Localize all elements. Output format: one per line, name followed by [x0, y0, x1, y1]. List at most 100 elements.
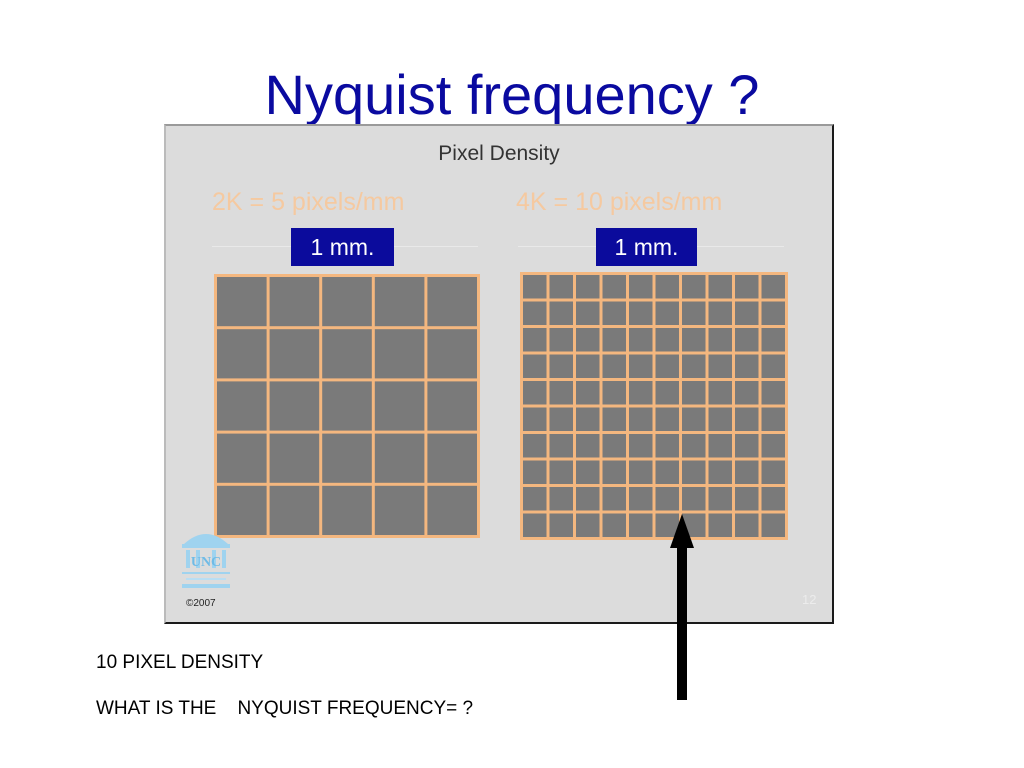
pixel-cell: [602, 513, 626, 537]
pixel-cell: [523, 381, 547, 405]
pixel-cell: [735, 354, 759, 378]
pixel-cell: [655, 513, 679, 537]
scale-badge-left: 1 mm.: [291, 228, 394, 266]
pixel-cell: [602, 434, 626, 458]
pixel-cell: [576, 407, 600, 431]
pixel-cell: [322, 277, 372, 327]
pixel-cell: [682, 460, 706, 484]
copyright-text: ©2007: [186, 598, 216, 609]
pixel-cell: [682, 434, 706, 458]
pixel-cell: [708, 434, 732, 458]
pixel-cell: [735, 275, 759, 299]
pixel-cell: [269, 277, 320, 327]
pixel-cell: [735, 513, 759, 537]
pixel-cell: [322, 329, 372, 379]
pixel-cell: [735, 434, 759, 458]
density-label-4k: 4K = 10 pixels/mm: [516, 188, 723, 216]
pixel-density-panel: Pixel Density 2K = 5 pixels/mm 4K = 10 p…: [164, 124, 834, 624]
pixel-cell: [761, 460, 785, 484]
pixel-cell: [427, 433, 477, 483]
pixel-cell: [655, 407, 679, 431]
pixel-cell: [602, 487, 626, 511]
pixel-cell: [708, 513, 732, 537]
pixel-cell: [761, 407, 785, 431]
pixel-cell: [602, 301, 626, 325]
pixel-cell: [523, 328, 547, 352]
pixel-cell: [602, 275, 626, 299]
pixel-cell: [682, 328, 706, 352]
pixel-cell: [735, 381, 759, 405]
pixel-cell: [523, 275, 547, 299]
pixel-cell: [761, 354, 785, 378]
pixel-cell: [735, 487, 759, 511]
pixel-cell: [629, 434, 653, 458]
pixel-cell: [549, 487, 573, 511]
density-label-2k: 2K = 5 pixels/mm: [212, 188, 405, 216]
pixel-cell: [374, 329, 425, 379]
pixel-cell: [602, 328, 626, 352]
pixel-cell: [761, 328, 785, 352]
pixel-cell: [629, 513, 653, 537]
pixel-cell: [735, 301, 759, 325]
pixel-cell: [576, 381, 600, 405]
pixel-cell: [682, 275, 706, 299]
pixel-cell: [655, 354, 679, 378]
pixel-cell: [217, 485, 267, 535]
pixel-cell: [217, 381, 267, 431]
pixel-cell: [655, 328, 679, 352]
pixel-cell: [322, 381, 372, 431]
pixel-cell: [549, 301, 573, 325]
pixel-cell: [735, 328, 759, 352]
pixel-cell: [576, 328, 600, 352]
pixel-cell: [427, 277, 477, 327]
pixel-cell: [374, 277, 425, 327]
pixel-cell: [629, 301, 653, 325]
pixel-cell: [269, 485, 320, 535]
pixel-cell: [629, 328, 653, 352]
pixel-cell: [655, 301, 679, 325]
pixel-cell: [576, 354, 600, 378]
pixel-cell: [523, 301, 547, 325]
pixel-cell: [708, 381, 732, 405]
pixel-cell: [523, 407, 547, 431]
pixel-cell: [629, 407, 653, 431]
pixel-cell: [708, 487, 732, 511]
logo-text: UNC: [191, 555, 221, 570]
pixel-cell: [682, 381, 706, 405]
pixel-cell: [549, 434, 573, 458]
pixel-cell: [602, 381, 626, 405]
pixel-cell: [576, 487, 600, 511]
pixel-cell: [269, 381, 320, 431]
pixel-cell: [761, 381, 785, 405]
pixel-cell: [629, 487, 653, 511]
pixel-cell: [655, 434, 679, 458]
pixel-cell: [269, 433, 320, 483]
pixel-cell: [549, 328, 573, 352]
pixel-cell: [655, 487, 679, 511]
pixel-cell: [549, 354, 573, 378]
pixel-cell: [549, 460, 573, 484]
pixel-cell: [576, 275, 600, 299]
arrow-up-icon: [670, 514, 694, 700]
pixel-cell: [682, 354, 706, 378]
caption-pixel-density: 10 PIXEL DENSITY: [96, 652, 264, 673]
pixel-cell: [427, 381, 477, 431]
pixel-grid-2k: [214, 274, 480, 538]
pixel-cell: [761, 301, 785, 325]
pixel-cell: [549, 513, 573, 537]
caption-question: WHAT IS THE NYQUIST FREQUENCY= ?: [96, 698, 474, 719]
pixel-cell: [655, 381, 679, 405]
pixel-cell: [682, 407, 706, 431]
pixel-cell: [629, 275, 653, 299]
pixel-cell: [576, 301, 600, 325]
pixel-cell: [217, 277, 267, 327]
pixel-cell: [708, 354, 732, 378]
pixel-cell: [322, 485, 372, 535]
pixel-cell: [427, 485, 477, 535]
pixel-cell: [523, 487, 547, 511]
pixel-cell: [602, 354, 626, 378]
pixel-cell: [322, 433, 372, 483]
pixel-cell: [629, 460, 653, 484]
slide-title: Nyquist frequency ?: [264, 63, 760, 126]
pixel-cell: [576, 434, 600, 458]
